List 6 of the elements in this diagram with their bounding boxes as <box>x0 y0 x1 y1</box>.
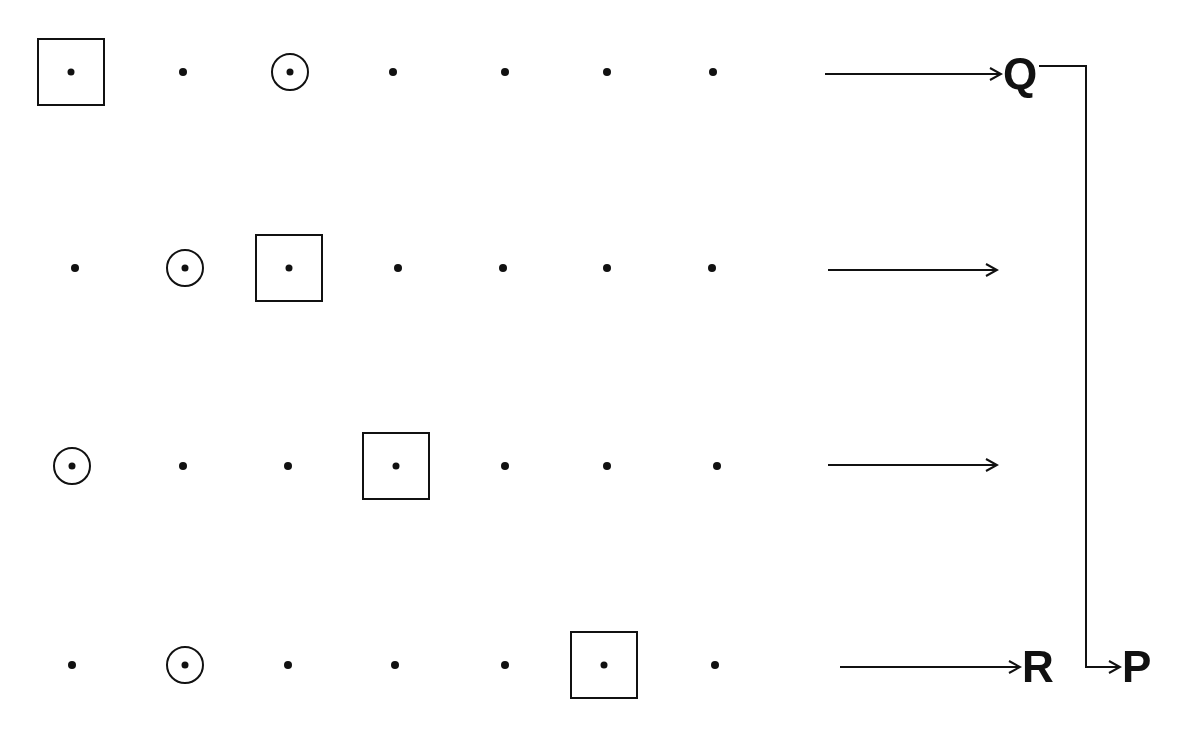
letter-label: R <box>1022 645 1054 689</box>
arrow <box>824 67 1002 81</box>
letter-label: Q <box>1003 52 1038 96</box>
arrow <box>1038 65 1121 674</box>
arrow <box>839 660 1021 674</box>
letter-label: P <box>1122 645 1152 689</box>
